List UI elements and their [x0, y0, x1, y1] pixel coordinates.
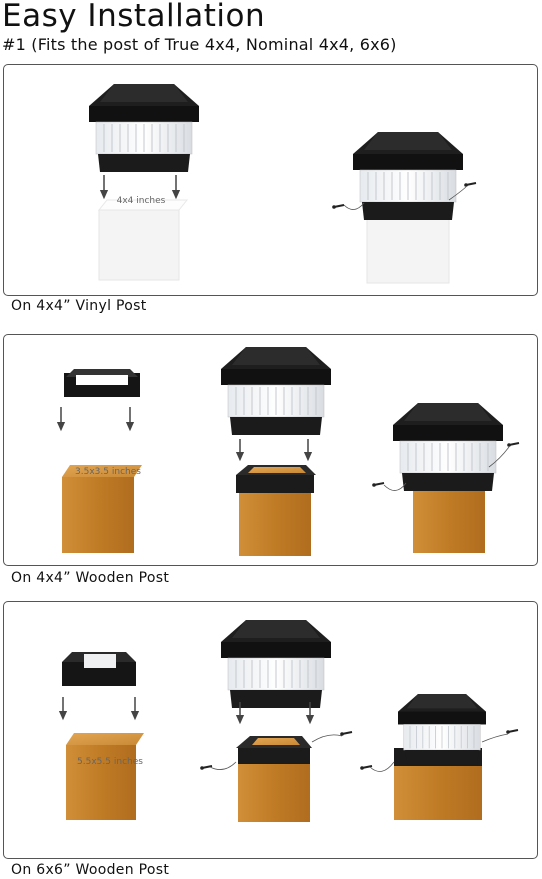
wooden-post — [238, 762, 310, 822]
section-caption: On 4x4” Wooden Post — [11, 569, 169, 587]
wooden-4x4-illustration: 3.5x3.5 inches — [4, 335, 539, 567]
screw-icon — [200, 766, 212, 770]
screw-icon — [464, 183, 476, 187]
adapter-ring — [64, 369, 140, 397]
solar-cap-light — [89, 84, 199, 172]
screw-icon — [372, 483, 384, 487]
screw-icon — [340, 732, 352, 736]
screw-icon — [506, 730, 518, 734]
solar-cap-light — [398, 694, 486, 764]
screw-icon — [332, 205, 344, 209]
section-6x6-wooden-post: 5.5x5.5 inches — [3, 601, 538, 859]
solar-cap-light — [221, 347, 331, 435]
post-dimension-label: 4x4 inches — [117, 196, 166, 206]
section-caption: On 6x6” Wooden Post — [11, 861, 169, 879]
vinyl-post — [99, 210, 179, 280]
wooden-post — [413, 483, 485, 553]
post-dimension-label: 3.5x3.5 inches — [75, 467, 141, 477]
screw-icon — [507, 443, 519, 447]
wooden-post — [239, 490, 311, 556]
screw-icon — [360, 766, 372, 770]
section-caption: On 4x4” Vinyl Post — [11, 297, 147, 315]
post-dimension-label: 5.5x5.5 inches — [77, 757, 143, 767]
adapter-6x6 — [62, 652, 136, 686]
solar-cap-light — [221, 620, 331, 708]
solar-cap-light — [353, 132, 463, 220]
page-subtitle: #1 (Fits the post of True 4x4, Nominal 4… — [2, 34, 397, 56]
page-title: Easy Installation — [2, 0, 265, 38]
vinyl-post-illustration: 4x4 inches — [4, 65, 539, 297]
wooden-6x6-illustration: 5.5x5.5 inches — [4, 602, 539, 860]
solar-cap-light — [393, 403, 503, 491]
wooden-post — [62, 477, 134, 553]
section-4x4-wooden-post: 3.5x3.5 inches — [3, 334, 538, 566]
section-vinyl-post: 4x4 inches — [3, 64, 538, 296]
